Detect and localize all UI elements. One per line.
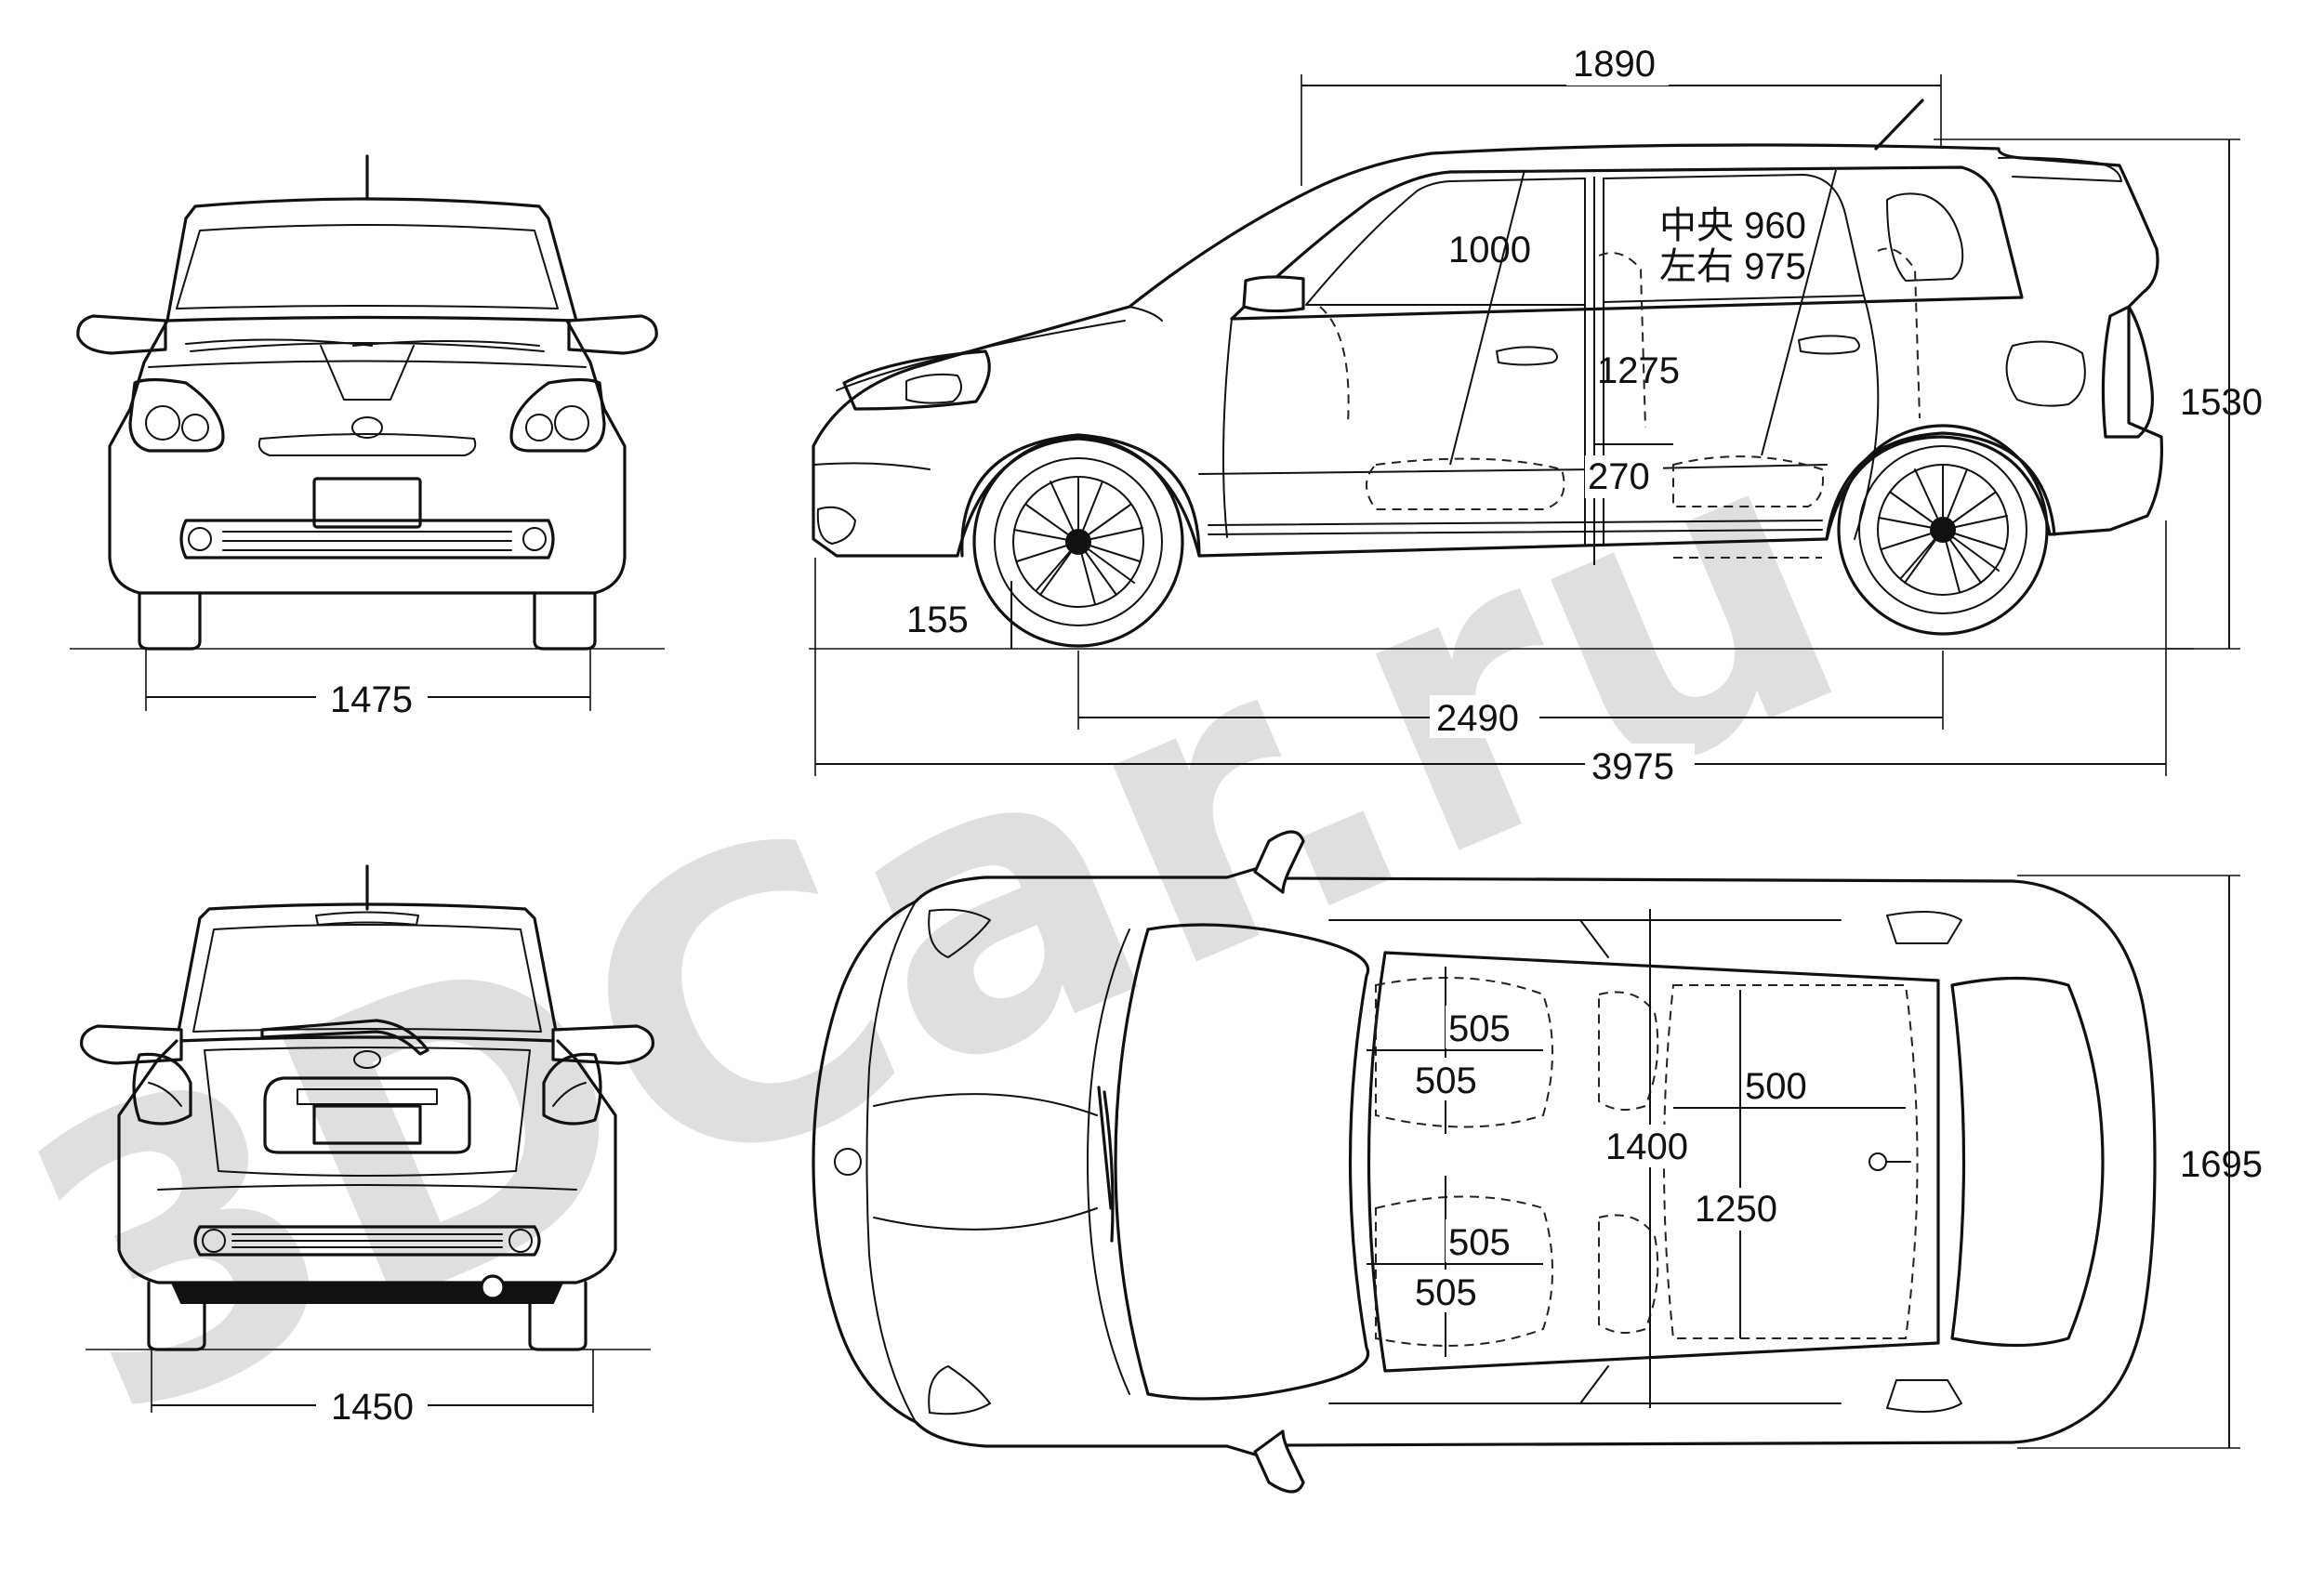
front-seat-depth-bottom-label: 505	[1415, 1272, 1477, 1313]
overall-width-label: 1695	[2180, 1144, 2263, 1185]
rear-leg-room-label: 500	[1745, 1066, 1807, 1107]
rear-wheel-spokes	[1878, 464, 2008, 593]
front-headroom-label: 1000	[1448, 230, 1531, 270]
front-seat-width-bottom-label: 505	[1448, 1222, 1511, 1263]
rear-view	[80, 864, 654, 1413]
roof-length-label: 1890	[1573, 44, 1656, 85]
interior-width-label: 1400	[1605, 1126, 1688, 1167]
rear-headroom-center-label: 中央 960	[1659, 205, 1806, 246]
interior-height-label: 1275	[1597, 350, 1680, 391]
overall-length-label: 3975	[1591, 746, 1674, 787]
front-seat-depth-top-label: 505	[1415, 1060, 1477, 1101]
dimension-labels: 1475 1450 3975 2490 155 1890 1530 1000 中…	[316, 43, 2263, 1428]
front-wheel-spokes	[1013, 476, 1143, 605]
front-view	[70, 154, 665, 711]
front-seat-width-top-label: 505	[1448, 1008, 1511, 1049]
ground-clearance-label: 155	[906, 599, 969, 640]
dimension-lines	[146, 74, 2240, 1449]
top-view	[812, 830, 2157, 1494]
front-track-label: 1475	[330, 679, 413, 720]
overall-height-label: 1530	[2180, 382, 2263, 423]
wheelbase-label: 2490	[1436, 698, 1519, 739]
rear-track-label: 1450	[331, 1387, 414, 1428]
rear-seat-width-label: 1250	[1695, 1189, 1777, 1230]
rear-headroom-sides-label: 左右 975	[1659, 246, 1806, 287]
door-step-label: 270	[1588, 456, 1650, 497]
